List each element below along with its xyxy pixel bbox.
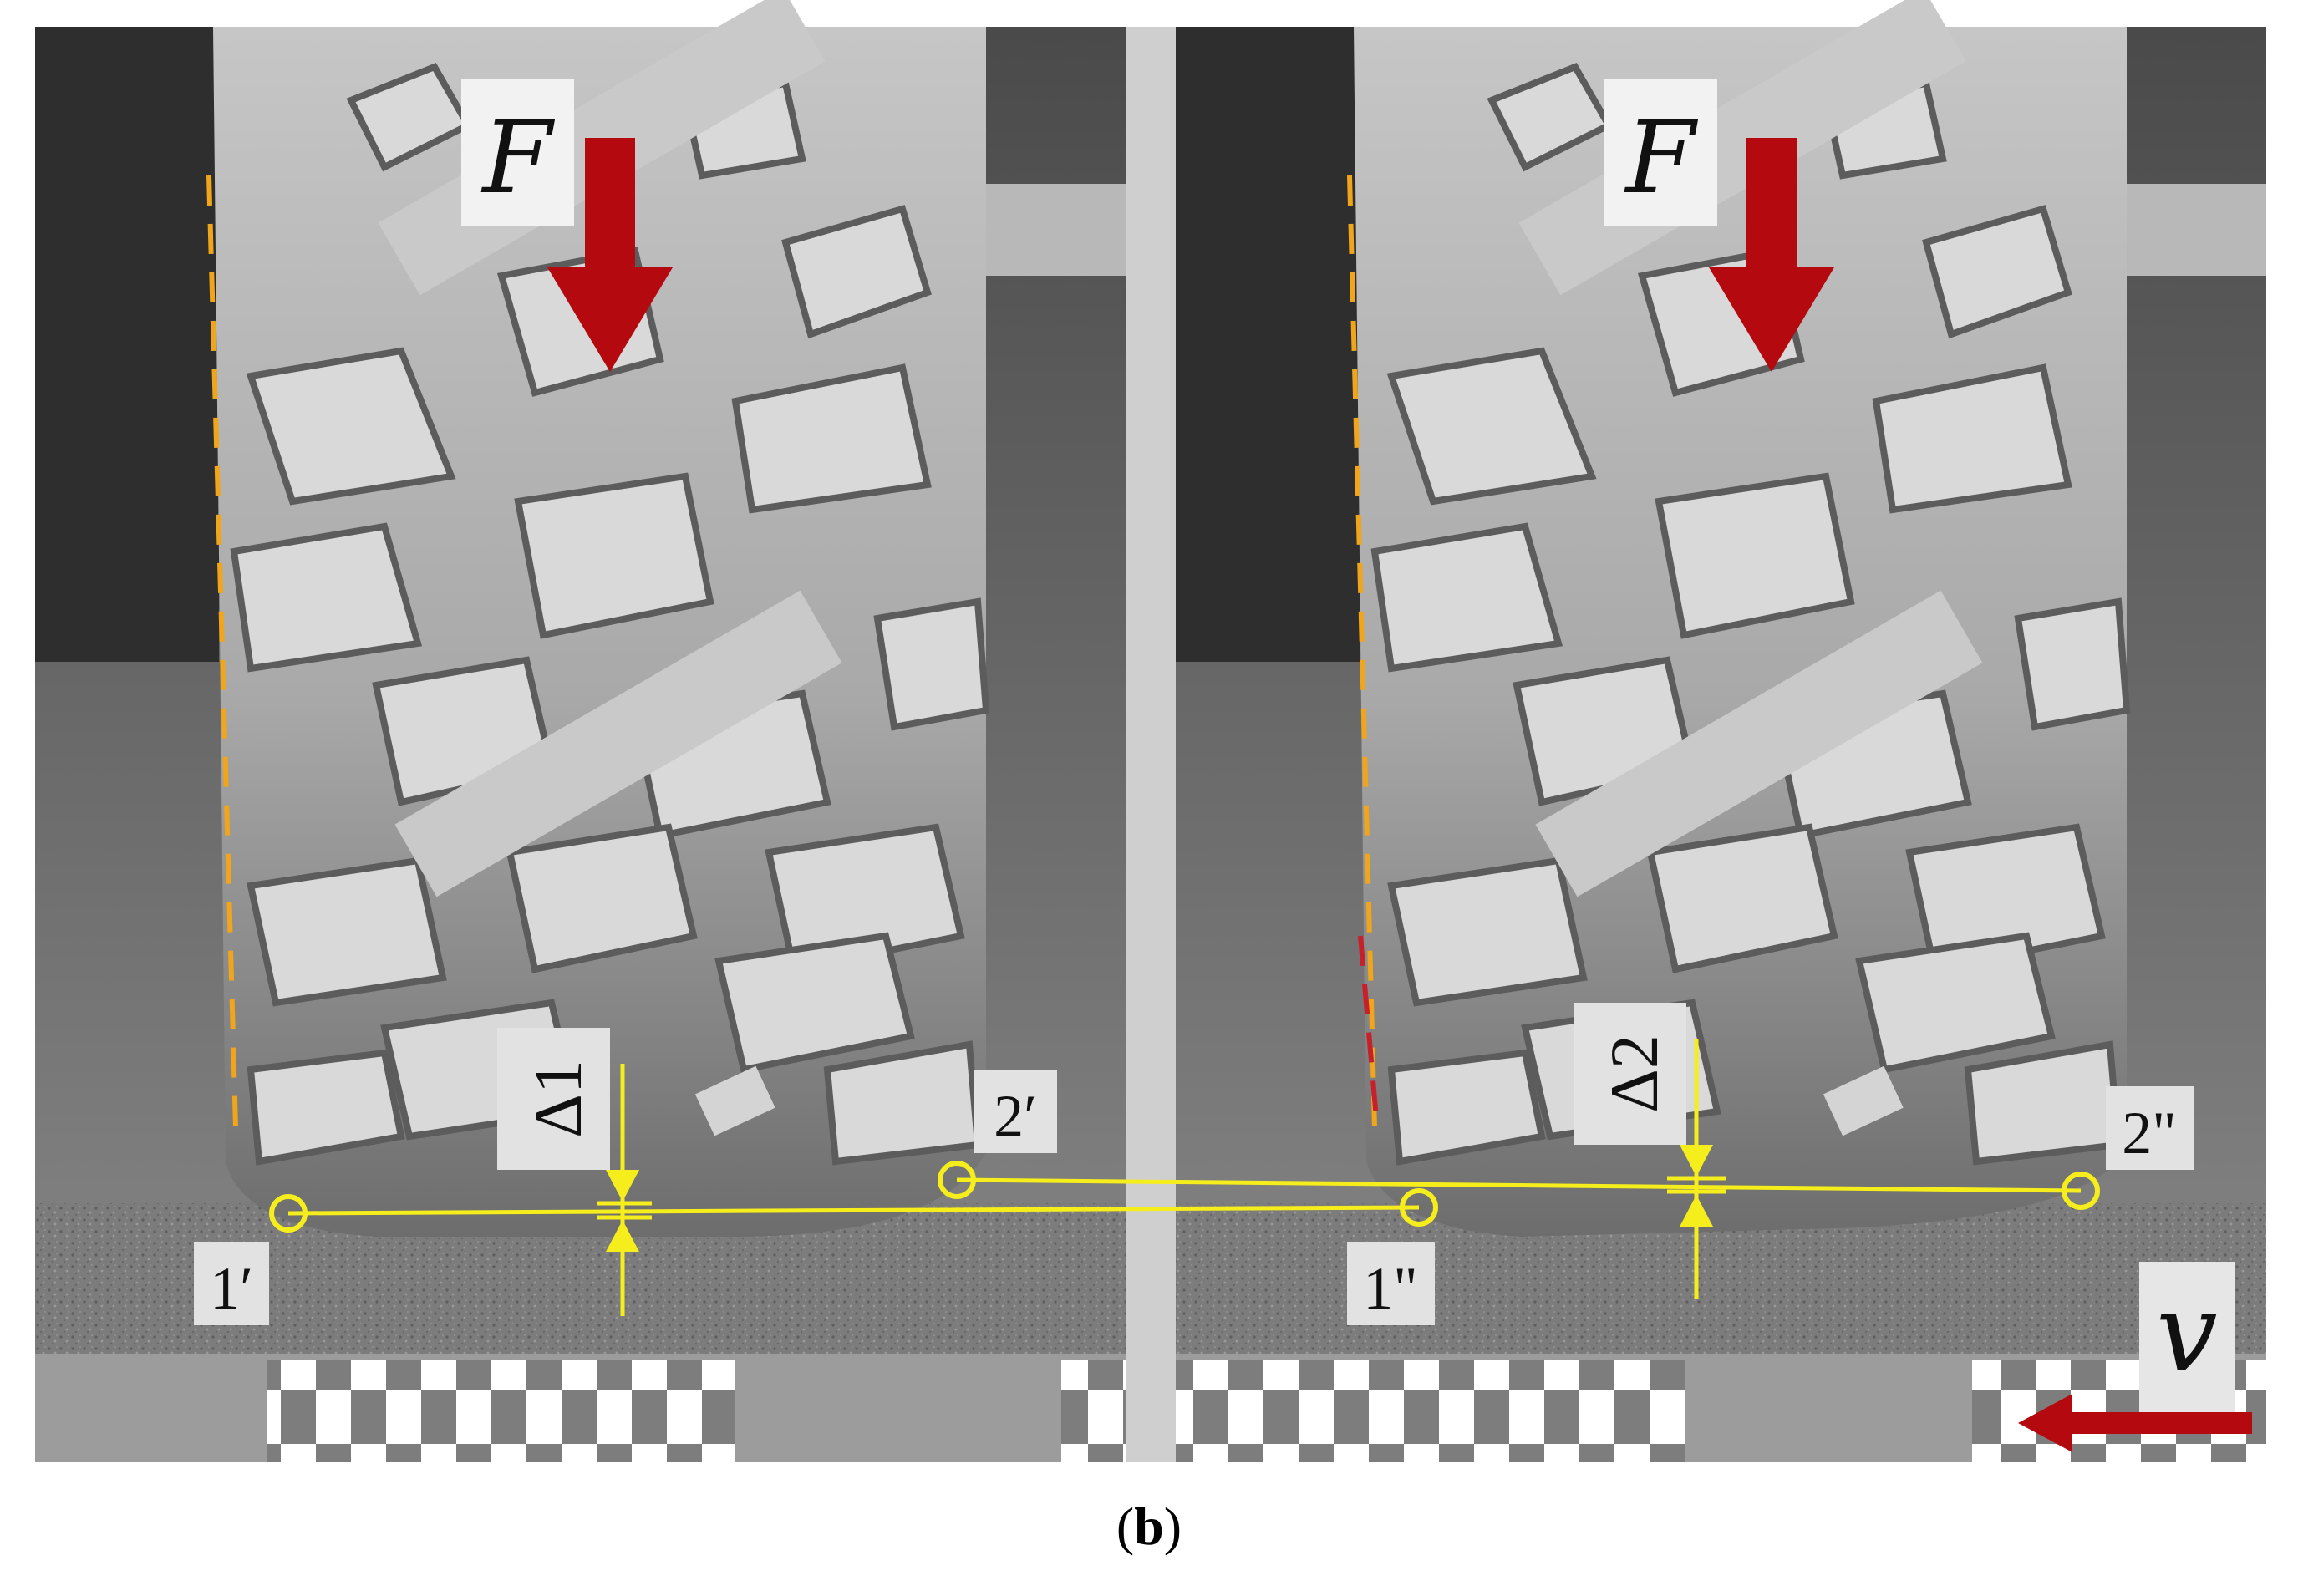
right-redaction-block bbox=[1823, 1065, 1904, 1136]
right-dashed-edge-line-red bbox=[1358, 935, 1380, 1129]
delta-arrowheads bbox=[606, 1145, 1713, 1252]
right-tread-blocks bbox=[1370, 62, 2131, 1166]
left-checker-scale-end bbox=[1061, 1360, 1126, 1462]
delta2-arrow-down-icon bbox=[1680, 1145, 1713, 1177]
right-redaction-bar-middle bbox=[1535, 590, 1983, 897]
velocity-label: v bbox=[2156, 1269, 2217, 1396]
right-rod bbox=[2123, 184, 2266, 276]
right-dashed-edge-line bbox=[1347, 175, 1377, 1129]
left-redaction-block bbox=[694, 1065, 775, 1136]
delta1-arrow-down-icon bbox=[606, 1170, 639, 1202]
left-force-annotation: F bbox=[461, 79, 673, 372]
right-force-annotation: F bbox=[1604, 79, 1834, 372]
caption-letter: b bbox=[1134, 1497, 1164, 1556]
delta2-label-box bbox=[1574, 1003, 1686, 1145]
left-photo-panel bbox=[35, 0, 1126, 1462]
left-rod bbox=[986, 184, 1126, 276]
panel-divider bbox=[1126, 27, 1176, 1462]
left-checker-scale bbox=[267, 1360, 735, 1462]
label-1-double-prime: 1" bbox=[1363, 1255, 1417, 1322]
left-force-arrow-icon bbox=[547, 138, 673, 372]
point-1-prime-marker bbox=[269, 1194, 308, 1233]
label-2-double-prime-box bbox=[2106, 1086, 2194, 1170]
caption-open-paren: ( bbox=[1116, 1497, 1135, 1556]
line-1-prime-to-1-double-prime bbox=[287, 1205, 1420, 1216]
delta2-label: Δ2 bbox=[1596, 1034, 1672, 1113]
delta1-arrow-up-icon bbox=[606, 1220, 639, 1252]
delta1-label: Δ1 bbox=[520, 1060, 596, 1138]
right-machine-frame bbox=[1176, 27, 1360, 662]
measurement-points bbox=[269, 1161, 2100, 1233]
right-checker-scale bbox=[1176, 1360, 1685, 1462]
left-machine-frame bbox=[35, 27, 219, 662]
velocity-label-box bbox=[2139, 1262, 2235, 1412]
left-force-label: F bbox=[480, 100, 555, 216]
point-1-double-prime-marker bbox=[1400, 1188, 1438, 1227]
left-force-label-box bbox=[461, 79, 574, 226]
label-1-double-prime-box bbox=[1347, 1242, 1435, 1325]
left-redaction-bar-middle bbox=[394, 590, 842, 897]
right-force-label-box bbox=[1604, 79, 1717, 226]
label-1-prime: 1′ bbox=[210, 1255, 253, 1322]
caption-close-paren: ) bbox=[1163, 1497, 1182, 1556]
label-2-prime: 2′ bbox=[994, 1083, 1037, 1150]
line-2-prime-to-2-double-prime bbox=[956, 1177, 2082, 1193]
point-2-prime-marker bbox=[938, 1161, 976, 1199]
velocity-annotation: v bbox=[2018, 1262, 2252, 1452]
velocity-arrow-left-icon bbox=[2018, 1394, 2252, 1452]
point-2-double-prime-marker bbox=[2062, 1172, 2100, 1210]
label-2-double-prime: 2" bbox=[2122, 1100, 2176, 1167]
left-dashed-edge-line bbox=[206, 175, 238, 1129]
delta2-arrow-up-icon bbox=[1680, 1195, 1713, 1227]
right-force-arrow-icon bbox=[1709, 138, 1834, 372]
label-2-prime-box bbox=[974, 1070, 1057, 1153]
label-1-prime-box bbox=[194, 1242, 269, 1325]
delta1-label-box bbox=[497, 1028, 610, 1170]
figure-caption: (b) bbox=[0, 1496, 2298, 1558]
right-photo-panel bbox=[1176, 0, 2266, 1462]
right-force-label: F bbox=[1624, 100, 1698, 216]
left-tread-blocks bbox=[230, 62, 990, 1166]
